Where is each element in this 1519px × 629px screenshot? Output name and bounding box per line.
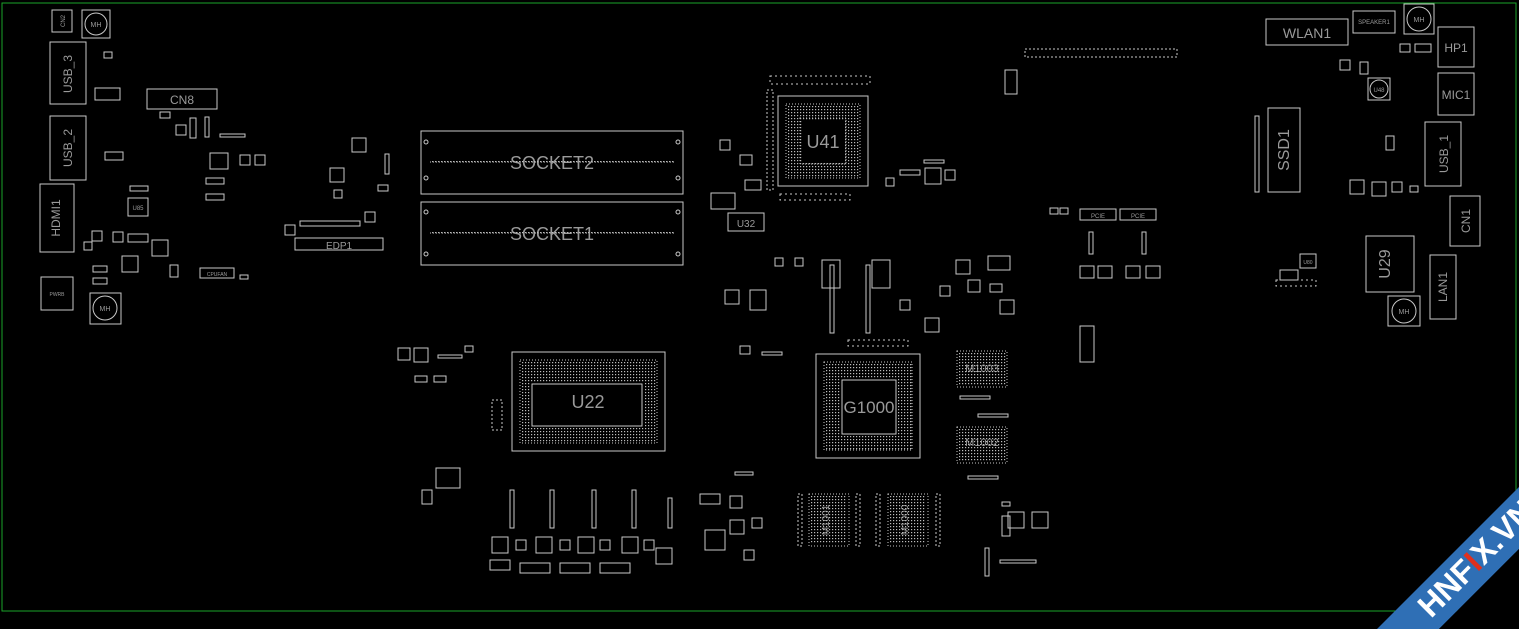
hp1-label: HP1: [1444, 41, 1468, 55]
cn8-label: CN8: [170, 93, 194, 107]
vram-m1002[interactable]: M1002: [956, 426, 1008, 464]
chip-u41[interactable]: U41: [777, 95, 869, 187]
pcie1-label: PCIE: [1091, 214, 1105, 220]
cpufan-label: CPUFAN: [207, 272, 228, 278]
u29-label: U29: [1377, 249, 1394, 278]
connector-lan1[interactable]: LAN1: [1429, 254, 1457, 320]
hdmi1-label: HDMI1: [49, 199, 63, 237]
u48-label: U48: [1373, 88, 1385, 94]
memory-socket2[interactable]: SOCKET2: [420, 130, 684, 195]
pad-field: [432, 106, 1006, 543]
cn1-label: CN1: [1459, 209, 1473, 233]
pcie2-label: PCIE: [1131, 214, 1145, 220]
edp1-label: EDP1: [326, 241, 353, 252]
jack-mic1[interactable]: MIC1: [1437, 72, 1475, 116]
chip-u48[interactable]: U48: [1367, 77, 1391, 101]
connector-usb3[interactable]: USB_3: [49, 41, 87, 105]
memory-socket1[interactable]: SOCKET1: [420, 201, 684, 266]
speaker1-label: SPEAKER1: [1358, 20, 1390, 26]
wlan1-label: WLAN1: [1283, 25, 1331, 41]
connector-cn8[interactable]: CN8: [146, 88, 218, 110]
mounting-hole-top-left[interactable]: MH: [81, 9, 111, 39]
board-outline: [1, 2, 1517, 612]
u85-label: U85: [132, 206, 144, 212]
connector-usb1[interactable]: USB_1: [1424, 121, 1462, 187]
mic1-label: MIC1: [1442, 88, 1471, 102]
connector-cpufan[interactable]: CPUFAN: [199, 267, 235, 279]
chip-u85[interactable]: U85: [127, 197, 149, 217]
usb1-label: USB_1: [1437, 135, 1451, 173]
slot-ssd1[interactable]: SSD1: [1267, 107, 1301, 193]
usb3-label: USB_3: [61, 55, 75, 93]
mh-tr-label: MH: [1414, 17, 1425, 24]
m1000-label: M1000: [900, 504, 911, 535]
m1001-label: M1001: [821, 504, 832, 535]
lan1-label: LAN1: [1436, 272, 1450, 302]
mounting-hole-right[interactable]: MH: [1387, 295, 1421, 327]
usb2-label: USB_2: [61, 129, 75, 167]
chip-u32[interactable]: U32: [727, 212, 765, 232]
m1002-label: M1002: [965, 437, 999, 449]
connector-cn1[interactable]: CN1: [1449, 195, 1481, 247]
vram-m1001[interactable]: M1001: [808, 493, 850, 547]
chip-u22[interactable]: U22: [511, 351, 666, 452]
connector-hdmi1[interactable]: HDMI1: [39, 183, 75, 253]
connector-speaker1[interactable]: SPEAKER1: [1352, 10, 1396, 34]
u32-label: U32: [737, 219, 756, 230]
chip-u80[interactable]: U80: [1299, 253, 1317, 269]
mh-left-label: MH: [100, 306, 111, 313]
pwrb-label: PWRB: [50, 292, 66, 298]
connector-usb2[interactable]: USB_2: [49, 115, 87, 181]
gpu-g1000[interactable]: G1000: [815, 353, 921, 459]
cn2-label: CN2: [61, 14, 67, 27]
m1003-label: M1003: [965, 363, 999, 375]
mh-right-label: MH: [1399, 309, 1410, 316]
ssd1-label: SSD1: [1276, 129, 1293, 171]
slot-wlan1[interactable]: WLAN1: [1265, 18, 1349, 46]
socket2-label: SOCKET2: [510, 153, 594, 173]
connector-cn2[interactable]: CN2: [51, 9, 73, 33]
connector-edp1[interactable]: EDP1: [294, 237, 384, 252]
chip-u29[interactable]: U29: [1365, 235, 1415, 293]
u80-label: U80: [1303, 260, 1312, 266]
switch-pwrb[interactable]: PWRB: [40, 276, 74, 311]
mh-top-label: MH: [91, 22, 102, 29]
mounting-hole-left[interactable]: MH: [89, 292, 122, 325]
g1000-label: G1000: [843, 398, 894, 417]
socket1-label: SOCKET1: [510, 224, 594, 244]
u41-label: U41: [806, 132, 839, 152]
vram-m1003[interactable]: M1003: [956, 350, 1008, 388]
jack-hp1[interactable]: HP1: [1437, 26, 1475, 68]
u22-label: U22: [571, 392, 604, 412]
vram-m1000[interactable]: M1000: [887, 493, 929, 547]
mounting-hole-top-right[interactable]: MH: [1403, 3, 1435, 35]
